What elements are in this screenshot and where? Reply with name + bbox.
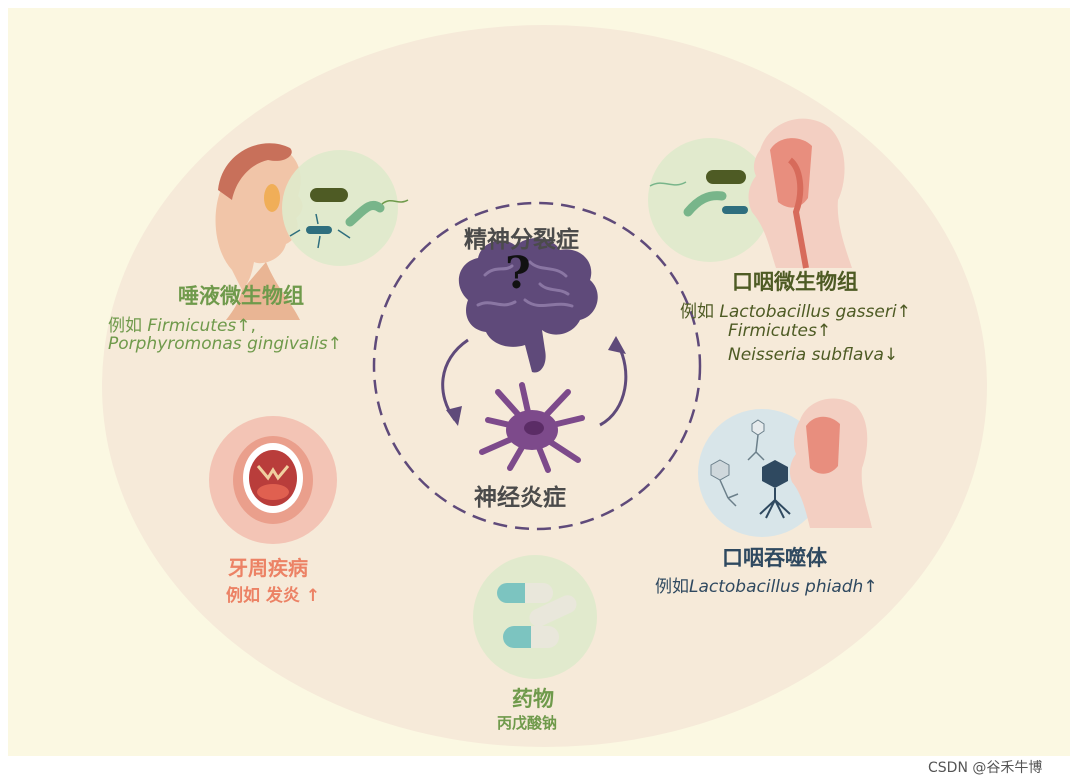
schizophrenia-title: 精神分裂症 <box>464 227 579 253</box>
dashed-cycle-circle <box>372 201 702 531</box>
oropharynx-microbiome-title: 口咽微生物组 <box>732 270 858 294</box>
saliva-microbiome-title: 唾液微生物组 <box>178 284 304 308</box>
bacteria-icon <box>706 170 746 184</box>
cycle-arrows <box>441 336 628 427</box>
drug-name: 丙戊酸钠 <box>497 714 558 732</box>
bacteriophage-icon <box>759 460 791 519</box>
saliva-example-line2: Porphyromonas gingivalis↑ <box>108 334 342 354</box>
question-mark-icon: ? <box>505 248 531 299</box>
head-profile-icon <box>789 398 872 528</box>
head-profile-icon <box>748 118 852 269</box>
capsule-icon <box>503 626 559 648</box>
phage-example: 例如Lactobacillus phiadh↑ <box>655 577 878 597</box>
open-mouth-icon <box>209 416 337 544</box>
male-head-icon <box>215 143 303 320</box>
saliva-microbe-circle <box>282 150 409 266</box>
oropharynx-example-line3: Neisseria subflava↓ <box>728 345 899 365</box>
brain-icon <box>458 238 598 373</box>
bacteriophage-icon <box>710 459 739 507</box>
oropharynx-example-line2: Firmicutes↑ <box>728 321 832 341</box>
bacteria-icon <box>310 188 348 202</box>
csdn-watermark: CSDN @谷禾牛博 <box>928 760 1043 776</box>
oropharynx-microbe-circle <box>648 138 772 262</box>
oropharynx-phage-title: 口咽吞噬体 <box>722 546 827 570</box>
capsule-icon <box>529 595 577 627</box>
oropharynx-example-line1: 例如 Lactobacillus gasseri↑ <box>680 302 911 322</box>
periodontal-example: 例如 发炎 ↑ <box>226 586 321 606</box>
drug-title: 药物 <box>512 687 554 711</box>
periodontal-disease-title: 牙周疾病 <box>228 556 308 580</box>
neuroinflammation-title: 神经炎症 <box>474 485 566 511</box>
bacteriophage-icon <box>747 419 765 461</box>
capsule-icon <box>497 583 553 603</box>
saliva-example-line1: 例如 Firmicutes↑, <box>108 316 256 336</box>
microglia-cell-icon <box>479 382 585 473</box>
capsule-circle <box>473 555 597 679</box>
